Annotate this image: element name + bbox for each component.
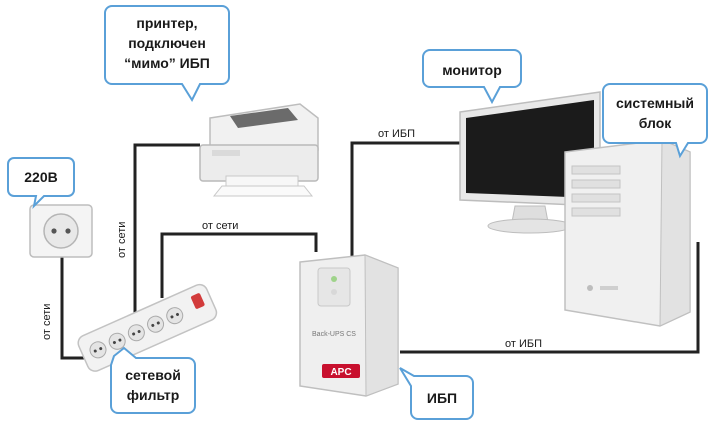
callout-printer: принтер, подключен “мимо” ИБП bbox=[104, 5, 230, 103]
wire-printer-to-filter bbox=[133, 143, 200, 330]
ups-logo-badge bbox=[322, 364, 360, 378]
system-unit bbox=[564, 139, 691, 327]
wall-outlet bbox=[29, 204, 93, 258]
callout-system-unit-line-2: блок bbox=[639, 115, 673, 131]
callout-system-unit: системный блок bbox=[602, 83, 708, 159]
printer bbox=[199, 103, 319, 197]
callout-filter: сетевой фильтр bbox=[110, 346, 196, 414]
callout-filter-line-1: сетевой bbox=[125, 367, 181, 383]
wire-label-ups-mains: от сети bbox=[202, 220, 238, 232]
wire-monitor-to-ups bbox=[350, 141, 462, 262]
callout-outlet: 220В bbox=[7, 157, 75, 210]
callout-printer-line-2: подключен bbox=[128, 35, 206, 51]
ups-brand-text: APC bbox=[330, 367, 351, 378]
callout-printer-line-3: “мимо” ИБП bbox=[124, 55, 210, 71]
callout-system-unit-line-1: системный bbox=[616, 95, 694, 111]
callout-printer-line-1: принтер, bbox=[136, 15, 197, 31]
ups: APC Back-UPS CS bbox=[299, 254, 399, 397]
wire-label-system-unit-ups: от ИБП bbox=[505, 338, 542, 350]
wire-label-outlet-mains: от сети bbox=[41, 304, 53, 340]
wire-label-printer-mains: от сети bbox=[116, 222, 128, 258]
callout-ups: ИБП bbox=[399, 367, 474, 420]
callout-ups-text: ИБП bbox=[427, 390, 457, 406]
callout-monitor: монитор bbox=[422, 49, 522, 105]
wire-label-monitor-ups: от ИБП bbox=[378, 128, 415, 140]
wire-system-unit-to-ups bbox=[400, 242, 700, 354]
wire-ups-to-filter bbox=[160, 232, 318, 298]
callout-outlet-text: 220В bbox=[24, 169, 57, 185]
callout-filter-line-2: фильтр bbox=[127, 387, 180, 403]
ups-model-text: Back-UPS CS bbox=[312, 331, 356, 338]
callout-monitor-text: монитор bbox=[442, 62, 502, 78]
power-strip bbox=[77, 283, 218, 372]
